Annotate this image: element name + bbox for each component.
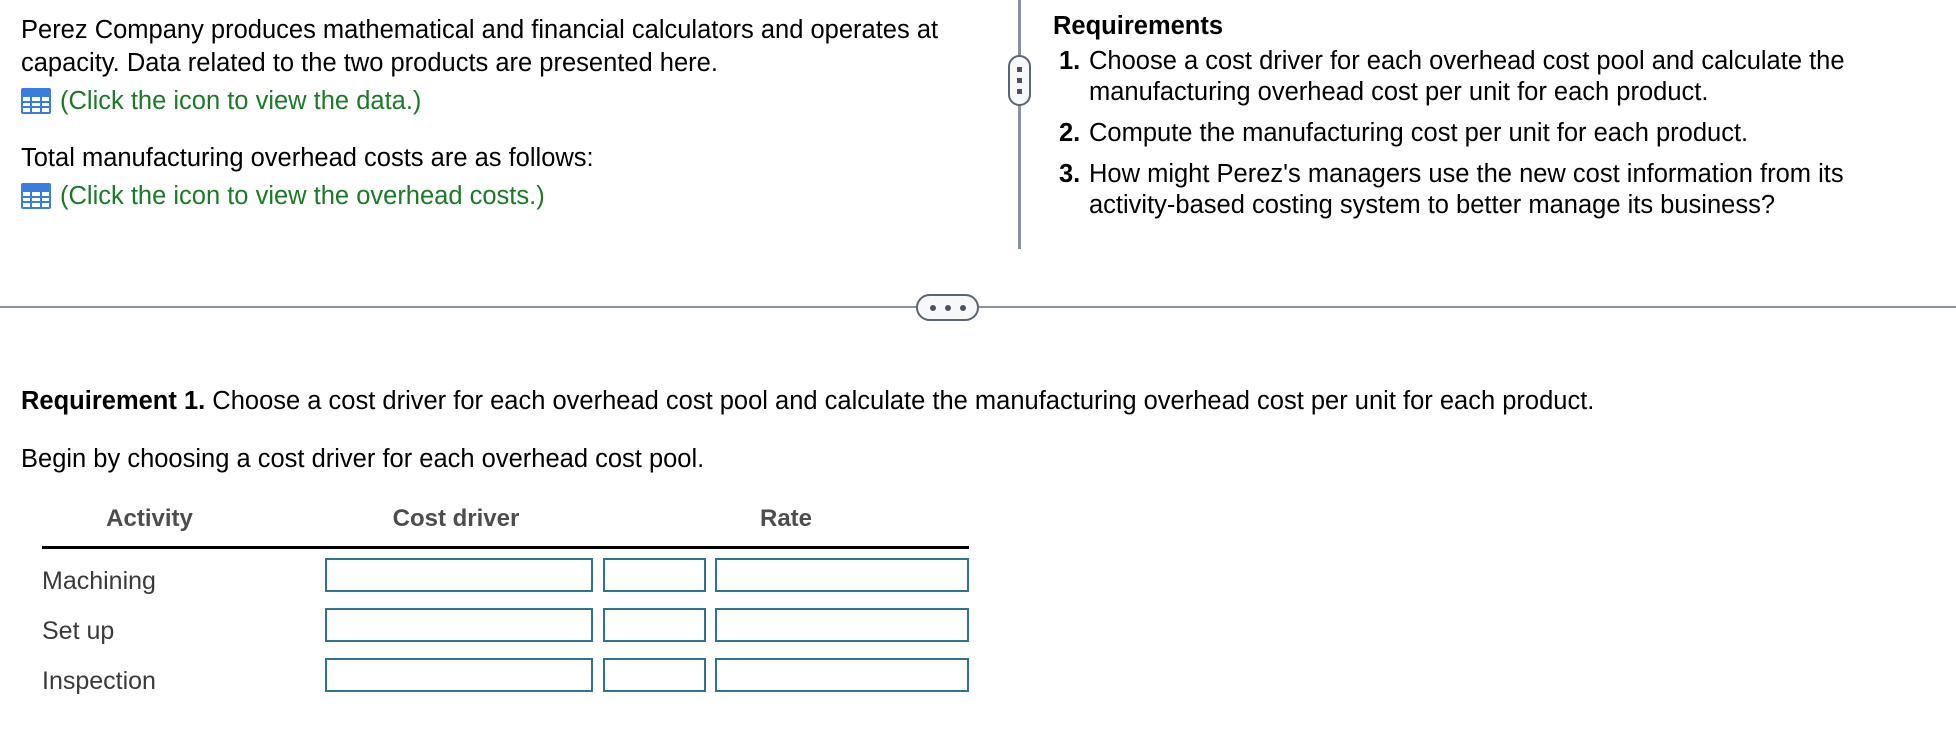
- overhead-paragraph: Total manufacturing overhead costs are a…: [21, 144, 594, 172]
- requirements-list: 1. Choose a cost driver for each overhea…: [1053, 46, 1926, 221]
- rate-basis-input-machining[interactable]: [715, 558, 969, 592]
- table-grid-icon[interactable]: [21, 183, 51, 209]
- cost-driver-input-machining[interactable]: [325, 558, 593, 592]
- vertical-divider: [1018, 0, 1021, 249]
- requirement-prompt: Choose a cost driver for each overhead c…: [205, 387, 1595, 415]
- cost-driver-table: Activity Cost driver Rate Machining Set …: [21, 505, 971, 705]
- overhead-icon-line[interactable]: (Click the icon to view the overhead cos…: [21, 181, 994, 211]
- handle-dot: [1017, 78, 1022, 83]
- table-header-row: Activity Cost driver Rate: [21, 505, 971, 549]
- handle-dot: [944, 304, 951, 311]
- rate-amount-input-machining[interactable]: [603, 558, 706, 592]
- answer-section: Requirement 1. Choose a cost driver for …: [0, 330, 1956, 705]
- column-header-activity: Activity: [106, 505, 193, 532]
- requirement-heading: Requirement 1. Choose a cost driver for …: [21, 385, 1935, 417]
- requirements-title: Requirements: [1053, 12, 1224, 40]
- horizontal-divider: [0, 292, 1956, 322]
- cost-driver-input-inspection[interactable]: [325, 658, 593, 692]
- rate-amount-input-inspection[interactable]: [603, 658, 706, 692]
- table-row: Inspection: [21, 655, 971, 705]
- column-header-cost-driver: Cost driver: [392, 505, 520, 532]
- cost-driver-input-set-up[interactable]: [325, 608, 593, 642]
- top-section: Perez Company produces mathematical and …: [0, 0, 1956, 290]
- rate-basis-input-set-up[interactable]: [715, 608, 969, 642]
- table-row: Machining: [21, 555, 971, 605]
- vertical-divider-handle[interactable]: [1008, 55, 1031, 106]
- row-label-inspection: Inspection: [42, 667, 156, 695]
- requirement-text: How might Perez's managers use the new c…: [1089, 160, 1844, 219]
- horizontal-divider-handle[interactable]: [916, 294, 979, 321]
- handle-dot: [959, 304, 966, 311]
- requirement-item: 3. How might Perez's managers use the ne…: [1053, 159, 1926, 221]
- handle-dot: [1017, 67, 1022, 72]
- requirement-item: 1. Choose a cost driver for each overhea…: [1053, 46, 1926, 108]
- table-header-rule: [42, 546, 969, 549]
- requirement-item: 2. Compute the manufacturing cost per un…: [1053, 118, 1926, 149]
- row-label-machining: Machining: [42, 567, 156, 595]
- rate-amount-input-set-up[interactable]: [603, 608, 706, 642]
- requirement-number: 2.: [1059, 119, 1081, 147]
- begin-instruction: Begin by choosing a cost driver for each…: [21, 445, 705, 473]
- table-grid-icon[interactable]: [21, 88, 51, 114]
- problem-statement-pane: Perez Company produces mathematical and …: [0, 0, 1020, 290]
- requirement-number: 3.: [1059, 160, 1081, 188]
- table-row: Set up: [21, 605, 971, 655]
- data-icon-caption[interactable]: (Click the icon to view the data.): [60, 87, 422, 115]
- data-icon-line[interactable]: (Click the icon to view the data.): [21, 86, 994, 116]
- requirement-number: 1.: [1059, 47, 1081, 75]
- table-body: Machining Set up Inspection: [21, 543, 971, 705]
- requirement-label: Requirement 1.: [21, 387, 206, 415]
- intro-paragraph: Perez Company produces mathematical and …: [21, 16, 939, 77]
- column-header-rate: Rate: [759, 505, 813, 532]
- row-label-set-up: Set up: [42, 617, 115, 645]
- requirements-pane: Requirements 1. Choose a cost driver for…: [1020, 0, 1956, 290]
- requirement-text: Choose a cost driver for each overhead c…: [1089, 47, 1845, 106]
- rate-basis-input-inspection[interactable]: [715, 658, 969, 692]
- requirement-text: Compute the manufacturing cost per unit …: [1089, 119, 1749, 147]
- handle-dot: [1017, 89, 1022, 94]
- handle-dot: [929, 304, 936, 311]
- overhead-icon-caption[interactable]: (Click the icon to view the overhead cos…: [60, 182, 545, 210]
